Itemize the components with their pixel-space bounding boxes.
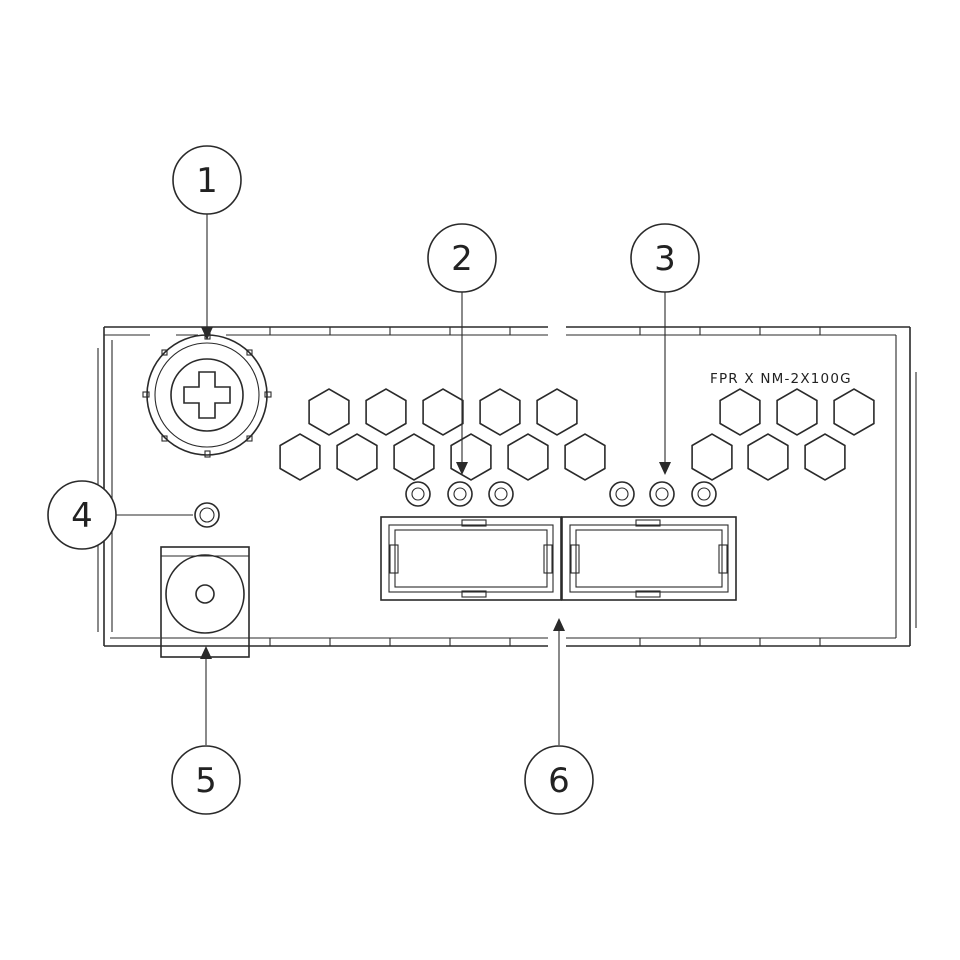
status-led — [194, 502, 220, 528]
qsfp-port-1 — [380, 516, 562, 601]
port-1-leds — [405, 481, 514, 507]
vent-hexagons — [279, 388, 875, 481]
callout-2: 2 — [427, 223, 497, 293]
vent-hexagon — [691, 433, 733, 481]
port-2-leds — [609, 481, 717, 507]
vent-hexagon — [536, 388, 578, 436]
vent-hexagon — [450, 433, 492, 481]
svg-text:1: 1 — [196, 161, 218, 201]
callout-6: 6 — [524, 745, 594, 815]
vent-hexagon — [564, 433, 606, 481]
led-2c — [691, 481, 717, 507]
led-1c — [488, 481, 514, 507]
vent-hexagon — [719, 388, 761, 436]
led-1b — [447, 481, 473, 507]
vent-hexagon — [747, 433, 789, 481]
callout-4: 4 — [47, 480, 117, 550]
vent-hexagon — [422, 388, 464, 436]
svg-text:5: 5 — [195, 761, 217, 801]
vent-hexagon — [308, 388, 350, 436]
vent-hexagon — [336, 433, 378, 481]
callout-1: 1 — [172, 145, 242, 215]
led-1a — [405, 481, 431, 507]
callout-3: 3 — [630, 223, 700, 293]
vent-hexagon — [804, 433, 846, 481]
led-2b — [649, 481, 675, 507]
vent-hexagon — [393, 433, 435, 481]
vent-hexagon — [507, 433, 549, 481]
svg-text:2: 2 — [451, 239, 473, 279]
vent-hexagon — [365, 388, 407, 436]
qsfp-port-2 — [561, 516, 737, 601]
ejector-lever — [160, 546, 250, 658]
vent-hexagon — [479, 388, 521, 436]
vent-hexagon — [279, 433, 321, 481]
led-2a — [609, 481, 635, 507]
vent-hexagon — [776, 388, 818, 436]
svg-text:6: 6 — [548, 761, 570, 801]
svg-text:3: 3 — [654, 239, 676, 279]
model-label: FPR X NM-2X100G — [710, 371, 852, 387]
svg-text:4: 4 — [71, 496, 93, 536]
vent-hexagon — [833, 388, 875, 436]
leader-lines — [116, 213, 671, 745]
captive-screw — [142, 332, 272, 458]
callout-5: 5 — [171, 745, 241, 815]
